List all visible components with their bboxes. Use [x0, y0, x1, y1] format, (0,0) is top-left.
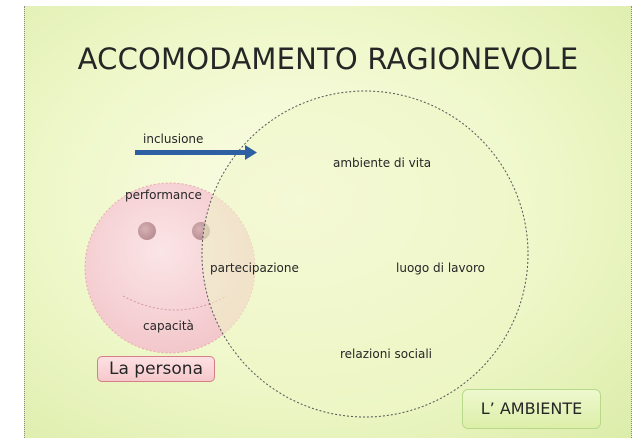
- label-relazioni-sociali: relazioni sociali: [340, 347, 433, 361]
- slide: ACCOMODAMENTO RAGIONEVOLE inclusione amb…: [24, 6, 632, 438]
- label-performance: performance: [125, 188, 202, 202]
- label-partecipazione: partecipazione: [210, 261, 299, 275]
- ambiente-circle: [201, 90, 529, 418]
- diagram-shapes: [84, 90, 529, 418]
- slide-title: ACCOMODAMENTO RAGIONEVOLE: [77, 42, 579, 76]
- left-eye: [138, 222, 156, 240]
- label-luogo-di-lavoro: luogo di lavoro: [396, 261, 485, 275]
- label-capacita: capacità: [143, 319, 194, 333]
- label-ambiente-di-vita: ambiente di vita: [333, 156, 432, 170]
- label-inclusione: inclusione: [143, 132, 204, 146]
- inclusione-arrow: [135, 145, 257, 160]
- ambiente-box: L’ AMBIENTE: [462, 389, 601, 429]
- persona-box: La persona: [97, 356, 215, 382]
